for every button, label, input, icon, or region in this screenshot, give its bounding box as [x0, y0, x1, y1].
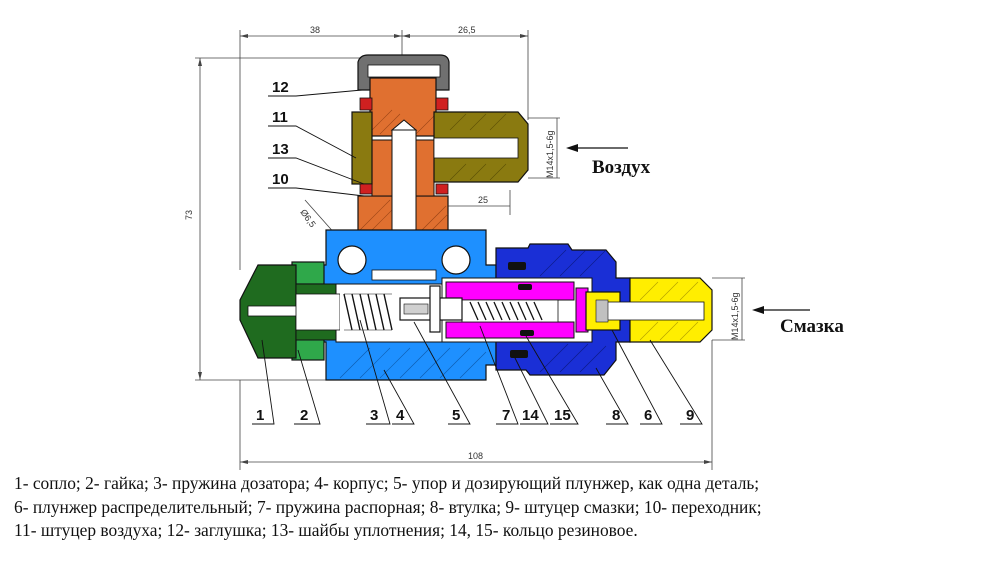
callout-11: 11 [272, 109, 288, 126]
dim-thread-air: M14x1,5-6g [545, 130, 555, 178]
part-13-seal-washers [359, 97, 449, 195]
part-6-distributor-plunger [445, 281, 589, 339]
callout-4: 4 [396, 407, 405, 424]
legend-line-3: 11- штуцер воздуха; 12- заглушка; 13- ша… [14, 520, 638, 540]
callout-13: 13 [272, 141, 289, 158]
legend-line-2: 6- плунжер распределительный; 7- пружина… [14, 496, 762, 517]
legend-line-1: 1- сопло; 2- гайка; 3- пружина дозатора;… [14, 473, 760, 493]
part-2-nut [291, 261, 325, 361]
dim-thread-grease: M14x1,5-6g [730, 292, 740, 340]
callout-9: 9 [686, 407, 694, 424]
part-11-air-fitting [351, 111, 529, 185]
air-label: Воздух [592, 157, 651, 178]
callout-5: 5 [452, 407, 460, 424]
callout-1: 1 [256, 407, 264, 424]
callout-leaders [252, 89, 703, 425]
air-inlet-arrow [566, 144, 628, 152]
dim-25: 25 [478, 195, 488, 205]
callout-15: 15 [554, 407, 571, 424]
grease-inlet-arrow [752, 306, 810, 314]
callout-6: 6 [644, 407, 652, 424]
callout-10: 10 [272, 171, 289, 188]
parts-legend: 1- сопло; 2- гайка; 3- пружина дозатора;… [14, 472, 989, 543]
dim-108: 108 [468, 451, 483, 461]
part-3-dosing-spring [340, 292, 396, 332]
callout-3: 3 [370, 407, 378, 424]
callout-14: 14 [522, 407, 539, 424]
dimension-arrows [198, 34, 712, 464]
callout-12: 12 [272, 79, 289, 96]
dim-73: 73 [184, 210, 194, 220]
part-14-15-rubber-rings [508, 262, 534, 358]
callout-8: 8 [612, 407, 620, 424]
part-5-dosing-plunger [399, 285, 463, 333]
callout-2: 2 [300, 407, 308, 424]
part-9-grease-fitting [585, 277, 713, 343]
part-7-spacer-spring [469, 301, 543, 321]
part-1-nozzle [239, 264, 341, 359]
cross-section-drawing: 38 26,5 73 108 25 Ø6,5 M14x1,5-6g M14x1,… [184, 25, 844, 470]
dim-26-5: 26,5 [458, 25, 476, 35]
grease-label: Смазка [780, 316, 844, 337]
dim-38: 38 [310, 25, 320, 35]
callout-7: 7 [502, 407, 510, 424]
